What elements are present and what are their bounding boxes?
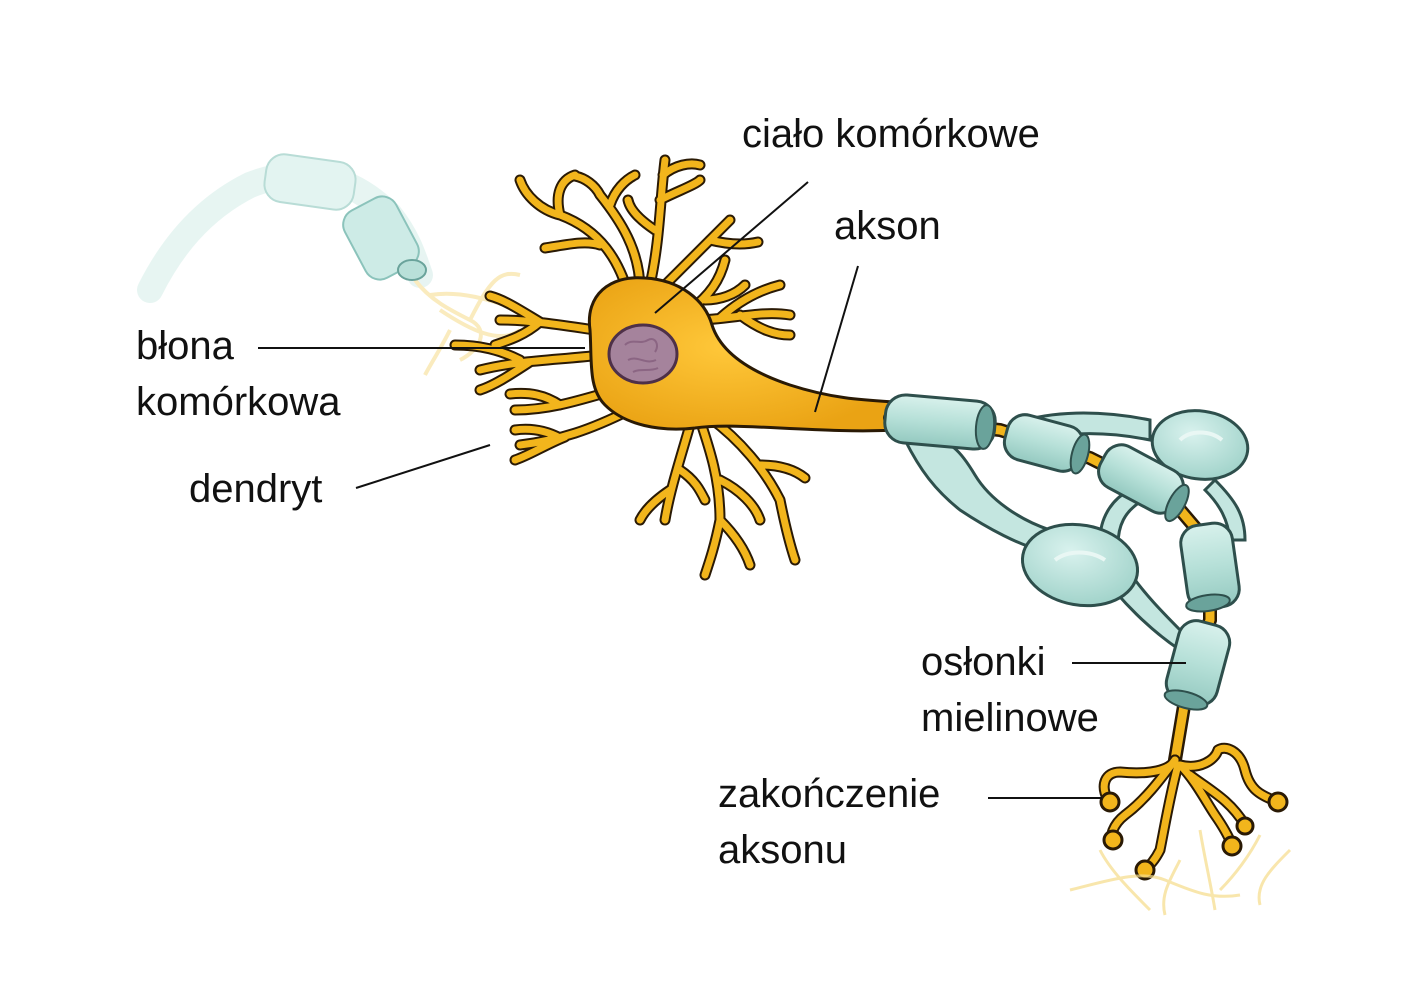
- myelin-sheaths: [883, 393, 1241, 711]
- faded-downstream-dendrites: [1069, 829, 1292, 916]
- schwann-cell-bodies: [1020, 409, 1250, 608]
- label-dendrite: dendryt: [189, 461, 322, 517]
- label-axon-terminal: zakończenie aksonu: [718, 766, 940, 878]
- nucleus: [607, 323, 679, 385]
- label-cell-body-text: ciało komórkowe: [742, 112, 1040, 156]
- leader-line-cell-body: [654, 181, 809, 314]
- label-cell-membrane-line-1: błona: [136, 324, 234, 368]
- label-cell-membrane-line-2: komórkowa: [136, 380, 341, 424]
- leader-lines: [258, 181, 1186, 799]
- leader-line-axon: [814, 265, 859, 413]
- label-myelin-sheaths: osłonki mielinowe: [921, 634, 1099, 746]
- axon-terminal: [1098, 742, 1289, 881]
- label-myelin-line-1: osłonki: [921, 640, 1046, 684]
- label-axon: akson: [834, 198, 941, 254]
- label-axon-terminal-line-2: aksonu: [718, 828, 847, 872]
- label-myelin-line-2: mielinowe: [921, 696, 1099, 740]
- label-axon-terminal-line-1: zakończenie: [718, 772, 941, 816]
- label-cell-body: ciało komórkowe: [742, 106, 1040, 162]
- leader-line-dendrite: [355, 444, 491, 489]
- label-axon-text: akson: [834, 204, 941, 248]
- faded-myelin-segment: [263, 153, 427, 281]
- label-dendrite-text: dendryt: [189, 467, 323, 511]
- label-cell-membrane: błona komórkowa: [136, 318, 341, 430]
